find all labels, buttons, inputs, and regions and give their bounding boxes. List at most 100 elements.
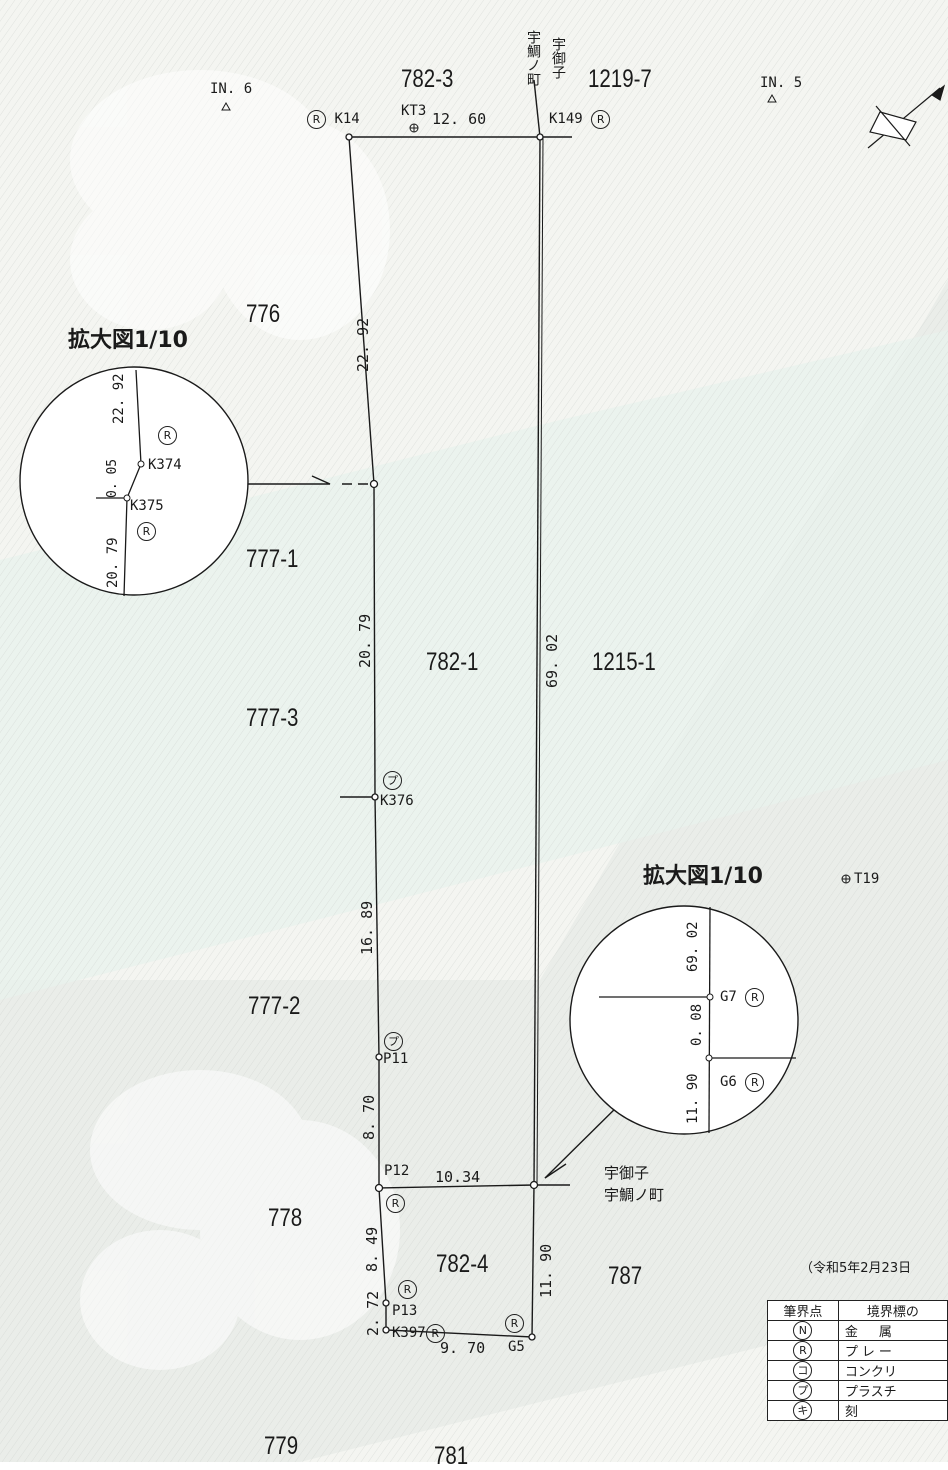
plate-mark: R [745, 1073, 765, 1092]
distance-left-3: 16. 89 [358, 900, 376, 955]
place-name-top-1: 宇鯛ノ町 [525, 30, 541, 86]
parcel-787: 787 [608, 1262, 643, 1290]
distance-left-2: 20. 79 [356, 613, 374, 668]
point-k397 [382, 1326, 390, 1334]
inset-1 [19, 366, 249, 597]
legend-name: プラスチ [837, 1380, 948, 1401]
in5-triangle [767, 93, 777, 103]
point-k376 [371, 793, 379, 801]
legend-row: N 金 属 [767, 1320, 948, 1341]
floral-watermark-top [70, 70, 390, 340]
mark-k376: プ [383, 771, 402, 790]
inset-2-distance-a: 69. 02 [685, 921, 701, 972]
inset2-leader [544, 1096, 628, 1179]
mark-p12: R [386, 1194, 405, 1213]
parcel-777-1: 777-1 [246, 545, 299, 573]
in6-triangle [221, 101, 231, 111]
parcel-777-3: 777-3 [246, 704, 299, 732]
inset-2-label-g7: G7 R [720, 988, 765, 1007]
t19-symbol [841, 874, 851, 884]
plastic-mark: プ [384, 1032, 403, 1051]
legend-symbol: コ [767, 1360, 839, 1381]
plate-mark: R [745, 988, 765, 1007]
distance-middle: 10.34 [435, 1168, 481, 1186]
label-p13: P13 [392, 1303, 418, 1319]
inset-1-label-k374: K374 [148, 457, 182, 473]
plate-mark: R [591, 110, 611, 129]
point-k149 [536, 133, 544, 141]
place-name-top-2: 宇御子 [550, 37, 566, 79]
parcel-782-1: 782-1 [426, 648, 479, 676]
inset-1-title: 拡大図1/10 [68, 328, 188, 353]
legend-symbol: R [767, 1340, 839, 1361]
mark-g5: R [505, 1314, 524, 1333]
point-g [529, 1180, 539, 1190]
inset-1-point-k374 [137, 460, 145, 468]
place-name-mid-1: 宇御子 [604, 1164, 650, 1182]
point-p12 [374, 1183, 384, 1193]
point-p13 [382, 1299, 390, 1307]
mark-p13: R [398, 1280, 417, 1299]
legend-header-marker: 境界標の [837, 1300, 948, 1321]
plate-mark: R [307, 110, 326, 129]
point-k14 [345, 133, 353, 141]
inset-1-point-k375 [123, 494, 131, 502]
legend-row: R プレー [767, 1340, 948, 1361]
legend-row: プ プラスチ [767, 1380, 948, 1401]
point-markers [345, 133, 544, 1341]
distance-left-1: 22. 92 [354, 317, 372, 372]
inset-1-boundary [123, 369, 142, 597]
legend-row: コ コンクリ [767, 1360, 948, 1381]
kt3-symbol [409, 123, 419, 133]
label-kt3: KT3 [401, 103, 427, 119]
inset1-leader [248, 475, 331, 485]
distance-right-short: 11. 90 [537, 1243, 555, 1298]
legend-header-row: 筆界点 境界標の [767, 1300, 948, 1321]
inset-2-label-g6: G6 R [720, 1073, 765, 1092]
floral-watermark-bottom [80, 1070, 400, 1370]
distance-right-long: 69. 02 [543, 633, 561, 688]
plate-mark: R [158, 426, 177, 445]
distance-bottom: 9. 70 [440, 1339, 486, 1357]
plate-mark: R [425, 1324, 445, 1343]
parcel-781: 781 [434, 1442, 469, 1470]
legend-name: プレー [837, 1340, 948, 1361]
boundary-right [533, 136, 541, 1186]
legend-symbol: キ [767, 1400, 839, 1421]
legend-symbol: N [767, 1320, 839, 1341]
inset2-leader-arrow [544, 1163, 567, 1179]
inset-2 [569, 905, 799, 1135]
legend-header-point: 筆界点 [767, 1300, 839, 1321]
legend-table: 筆界点 境界標の N 金 属 R プレー コ コンクリ プ プラスチ キ 刻 [767, 1300, 948, 1421]
parcel-782-3: 782-3 [401, 65, 454, 93]
plate-mark: R [137, 522, 156, 541]
inset-1-distance-c: 20. 79 [105, 537, 121, 588]
legend-name: コンクリ [837, 1360, 948, 1381]
inset-2-boundary [708, 906, 711, 1134]
parcel-777-2: 777-2 [248, 992, 301, 1020]
distance-top: 12. 60 [432, 110, 487, 128]
parcel-782-4: 782-4 [436, 1250, 489, 1278]
label-k149: K149 R [549, 110, 611, 129]
point-k374 [369, 479, 379, 489]
inset-2-distance-c: 11. 90 [685, 1073, 701, 1124]
inset-1-mark-k375: R [137, 522, 156, 541]
inset-1-distance-a: 22. 92 [111, 373, 127, 424]
inset-1-distance-b: 0. 05 [105, 458, 120, 498]
plate-mark: R [386, 1194, 405, 1213]
label-g5: G5 [508, 1339, 525, 1355]
parcel-776: 776 [246, 300, 281, 328]
inset-2-point-g7 [706, 993, 714, 1001]
tick-top-road [533, 79, 541, 138]
boundary-middle [378, 1184, 535, 1189]
inset-2-title: 拡大図1/10 [643, 864, 763, 889]
legend-name: 金 属 [837, 1320, 948, 1341]
label-p11: P11 [383, 1051, 409, 1067]
inset-2-distance-b: 0. 08 [689, 1003, 705, 1046]
plastic-mark: プ [383, 771, 402, 790]
legend-name: 刻 [837, 1400, 948, 1421]
survey-date-note: （令和5年2月23日 [800, 1261, 912, 1276]
distance-left-5: 8. 49 [363, 1226, 381, 1272]
label-k376: K376 [380, 793, 414, 809]
